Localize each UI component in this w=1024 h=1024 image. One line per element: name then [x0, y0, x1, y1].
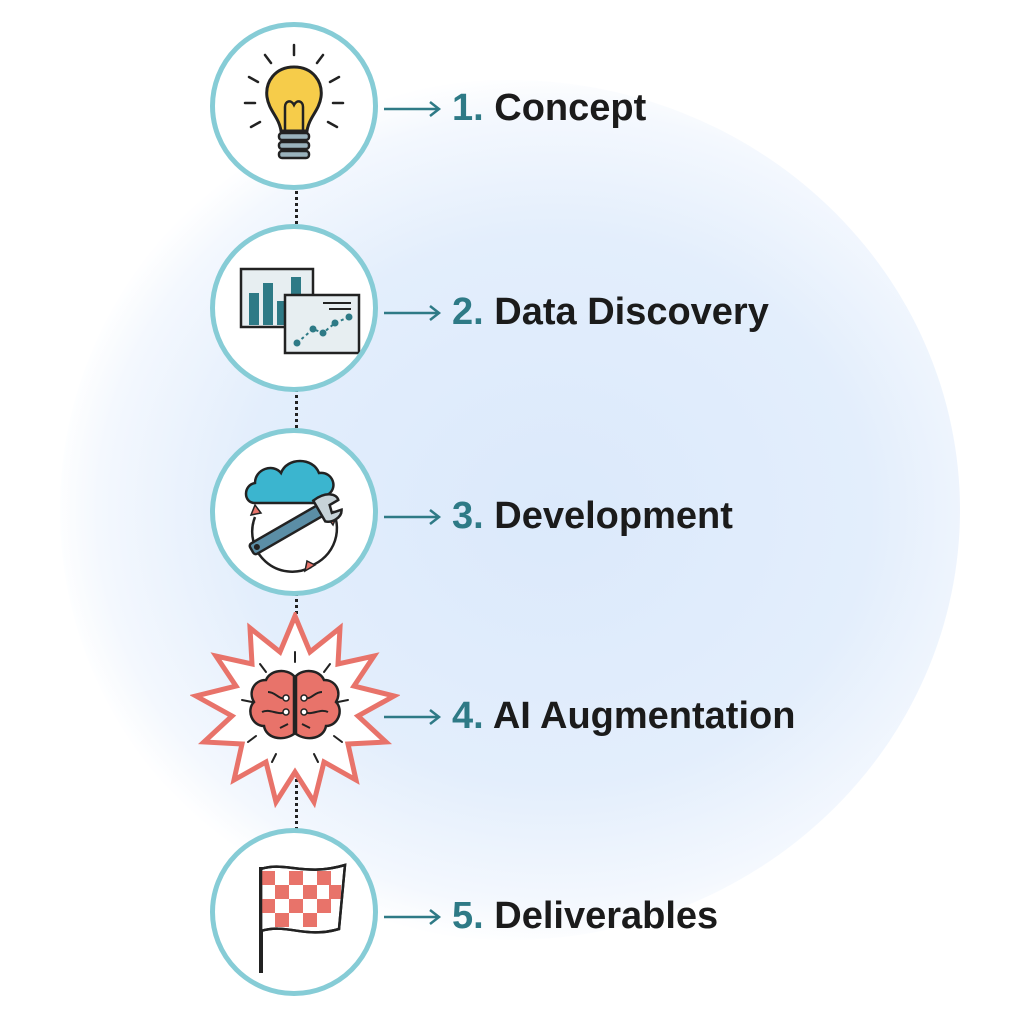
step-circle: [210, 22, 378, 190]
step-development: 3. Development: [0, 412, 1024, 612]
step-label: 3. Development: [452, 494, 733, 538]
step-circle: [210, 224, 378, 392]
checkered-flag-icon: [259, 863, 347, 973]
brain-icon: [190, 612, 400, 809]
step-number: 3.: [452, 495, 484, 537]
arrow-right-icon: [384, 709, 442, 725]
step-title: Data Discovery: [494, 291, 769, 333]
step-number: 5.: [452, 895, 484, 937]
step-label: 2. Data Discovery: [452, 290, 769, 334]
step-label: 5. Deliverables: [452, 894, 718, 938]
step-title: Development: [494, 495, 733, 537]
step-title: Deliverables: [494, 895, 719, 937]
step-data-discovery: 2. Data Discovery: [0, 208, 1024, 408]
step-label: 1. Concept: [452, 86, 646, 130]
arrow-right-icon: [384, 101, 442, 117]
step-number: 1.: [452, 87, 484, 129]
step-circle: [210, 428, 378, 596]
step-title: Concept: [494, 87, 647, 129]
data-charts-icon: [239, 267, 361, 355]
step-label: 4. AI Augmentation: [452, 694, 795, 738]
step-title: AI Augmentation: [492, 695, 796, 737]
step-circle: [210, 828, 378, 996]
lightbulb-icon: [243, 43, 345, 160]
step-concept: 1. Concept: [0, 4, 1024, 204]
arrow-right-icon: [384, 509, 442, 525]
cloud-wrench-icon: [244, 459, 343, 573]
arrow-right-icon: [384, 305, 442, 321]
step-number: 2.: [452, 291, 484, 333]
step-ai-augmentation: 4. AI Augmentation: [0, 612, 1024, 812]
step-number: 4.: [452, 695, 484, 737]
arrow-right-icon: [384, 909, 442, 925]
step-deliverables: 5. Deliverables: [0, 812, 1024, 1012]
